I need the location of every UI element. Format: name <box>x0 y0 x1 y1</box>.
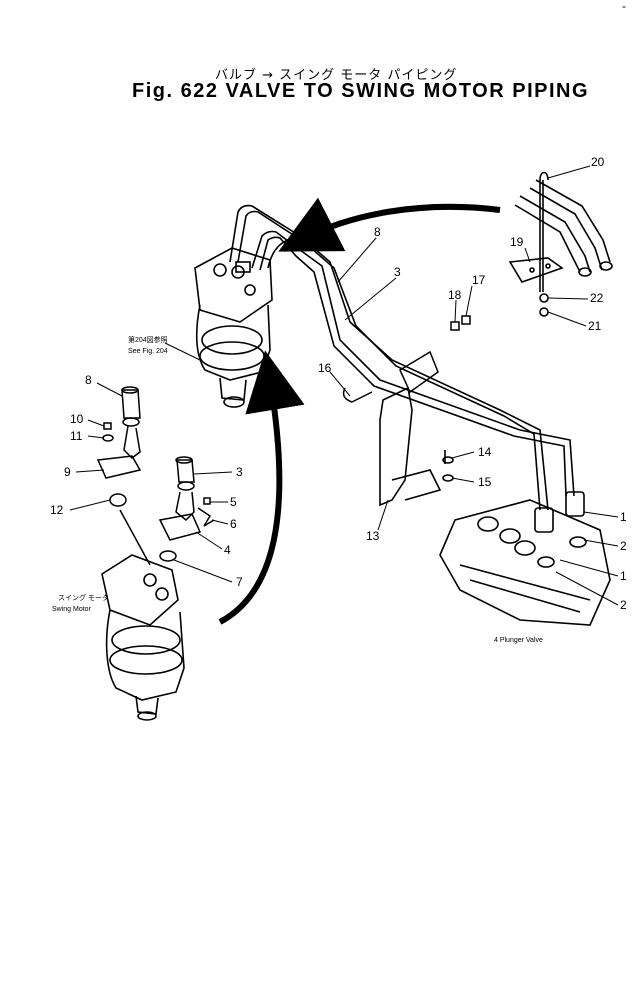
callout-21: 21 <box>588 319 602 333</box>
swing-motor-lower <box>101 554 185 721</box>
bracket <box>379 386 454 507</box>
callout-12: 12 <box>50 503 64 517</box>
callout-8-left: 8 <box>85 373 92 387</box>
callout-3-top: 3 <box>394 265 401 279</box>
elbow-fitting-group-left <box>96 386 151 566</box>
callout-15: 15 <box>478 475 492 489</box>
callout-1-b: 1 <box>620 569 627 583</box>
swing-motor-jp-label: スイング モータ <box>58 593 109 602</box>
callout-5: 5 <box>230 495 237 509</box>
callout-9: 9 <box>64 465 71 479</box>
callout-14: 14 <box>478 445 492 459</box>
callout-17: 17 <box>472 273 486 287</box>
pipe-stub-group <box>508 171 613 317</box>
assembly-arrow-lower <box>218 350 305 625</box>
callout-1-a: 1 <box>620 510 627 524</box>
callout-2-b: 2 <box>620 598 627 612</box>
annotation-labels: 第204図参照 See Fig. 204 スイング モータ Swing Moto… <box>52 335 543 644</box>
callout-8-top: 8 <box>374 225 381 239</box>
figure-title: Fig. 622 VALVE TO SWING MOTOR PIPING <box>132 80 590 102</box>
callout-20: 20 <box>591 155 605 169</box>
callout-11: 11 <box>70 429 83 443</box>
callout-numbers: 8 3 20 19 22 21 17 18 16 14 15 13 8 10 1… <box>50 155 627 612</box>
callout-7: 7 <box>236 575 243 589</box>
see-fig-label: See Fig. 204 <box>128 348 168 355</box>
callout-18: 18 <box>448 288 462 302</box>
leader-lines <box>69 165 619 606</box>
callout-19: 19 <box>510 235 524 249</box>
assembly-arrow-upper <box>278 197 501 252</box>
elbow-fitting-group-right <box>158 456 215 562</box>
plunger-valve-label: 4 Plunger Valve <box>494 637 543 644</box>
japanese-subtitle: バルブ → スイング モータ パイピング <box>215 68 458 83</box>
callout-16: 16 <box>318 361 332 375</box>
corner-mark: - <box>622 0 626 13</box>
callout-10: 10 <box>70 412 84 426</box>
callout-4: 4 <box>224 543 231 557</box>
callout-3-left: 3 <box>236 465 243 479</box>
callout-6: 6 <box>230 517 237 531</box>
callout-13: 13 <box>366 529 380 543</box>
see-fig-jp-label: 第204図参照 <box>128 335 168 344</box>
plunger-valve <box>439 491 611 626</box>
swing-motor-label: Swing Motor <box>52 606 92 613</box>
callout-2-a: 2 <box>620 539 627 553</box>
swing-motor-upper <box>194 247 273 408</box>
callout-22: 22 <box>590 291 604 305</box>
